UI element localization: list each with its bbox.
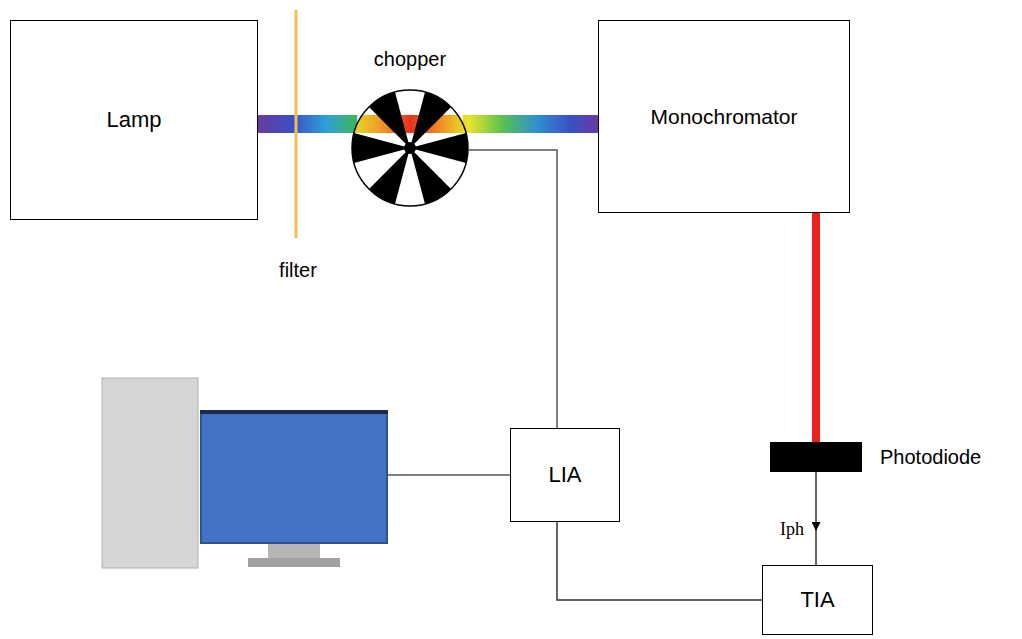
reference-wire (469, 150, 557, 428)
photodiode: Photodiode (770, 442, 862, 472)
box-label: Lamp (106, 107, 161, 133)
part-label: chopper (374, 48, 446, 71)
signal-wire (557, 522, 762, 600)
monitor-edge (200, 410, 388, 414)
box-label: TIA (800, 587, 834, 613)
part-label: Photodiode (880, 446, 981, 469)
monitor-base (248, 558, 340, 567)
tia-box: TIA (762, 565, 873, 635)
monitor-neck (268, 544, 320, 558)
monochromator-box: Monochromator (598, 20, 850, 213)
chopper-blade (411, 151, 451, 204)
chopper-blade (369, 92, 409, 145)
chopper-blade (352, 133, 406, 163)
light-beam (258, 115, 357, 133)
box-label: Monochromator (650, 105, 797, 129)
lamp-box: Lamp (10, 20, 258, 220)
light-beam (463, 115, 598, 133)
chopper-blade (414, 133, 468, 163)
chopper-disc (350, 88, 470, 208)
computer-tower (102, 378, 198, 568)
computer-monitor (201, 411, 387, 543)
chopper-blade (369, 151, 409, 204)
chopper-blade (411, 92, 451, 145)
signal-name: Iph (778, 518, 806, 539)
computer-wire (388, 474, 510, 476)
box-label: LIA (548, 462, 581, 488)
light-beam (352, 115, 468, 133)
lia-box: LIA (510, 428, 620, 522)
filter-plate (295, 10, 298, 238)
part-label: filter (279, 259, 317, 282)
monochromatic-beam (812, 213, 820, 442)
photocurrent-wire (815, 472, 817, 565)
chopper-wheel: chopper (350, 88, 470, 208)
